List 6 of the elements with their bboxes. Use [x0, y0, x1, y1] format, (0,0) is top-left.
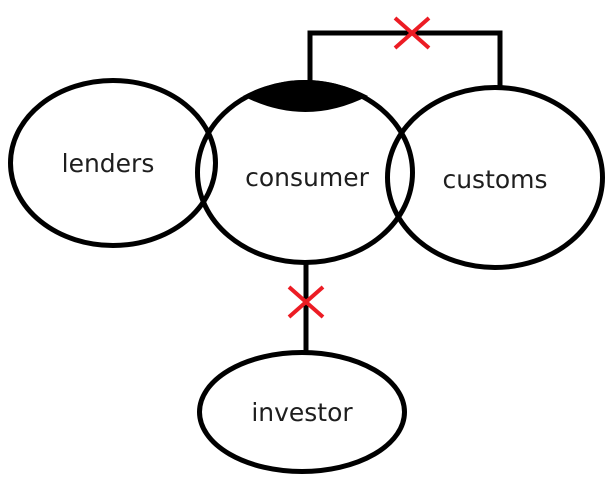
- node-label: investor: [251, 398, 353, 426]
- connector-line: [304, 264, 308, 351]
- connector-line: [308, 30, 502, 86]
- node-label: consumer: [245, 163, 369, 192]
- node-label: customs: [442, 165, 548, 194]
- node-label: lenders: [62, 148, 154, 178]
